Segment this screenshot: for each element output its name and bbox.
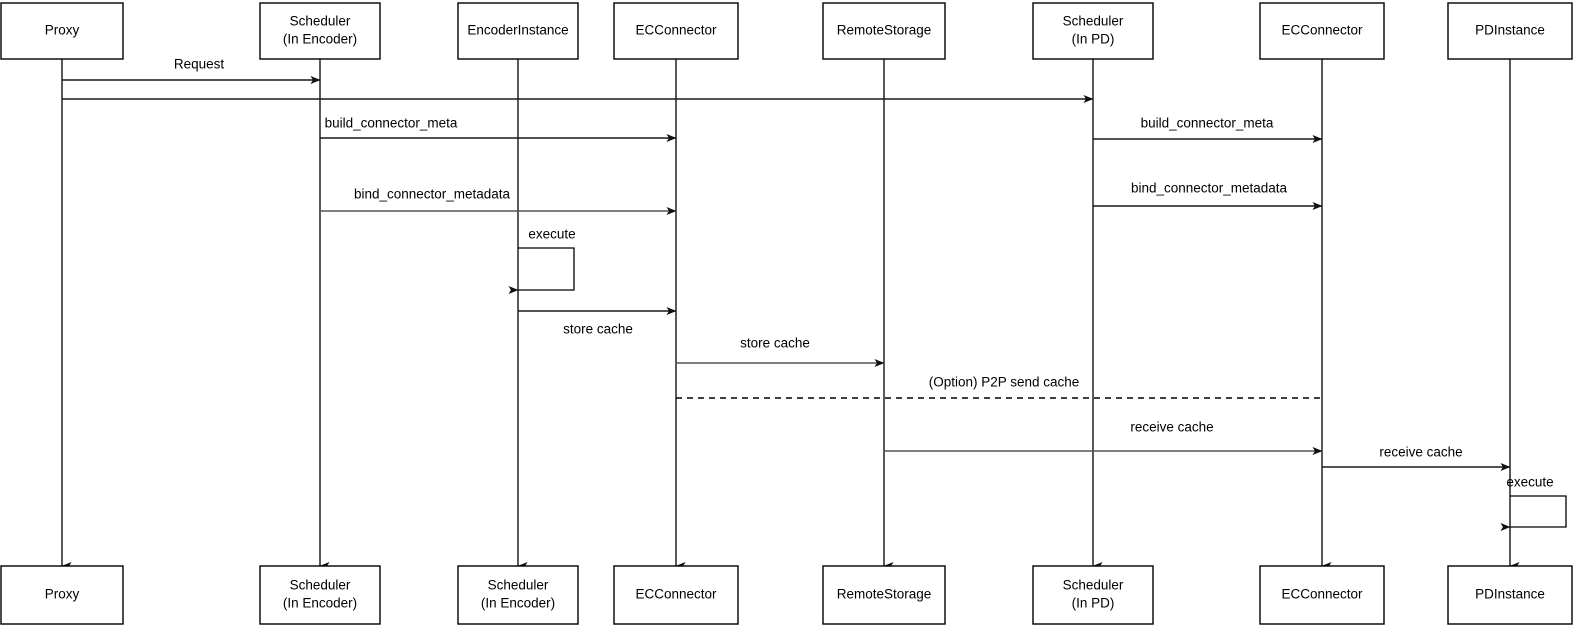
participant-label-top-sched_enc-line2: (In Encoder)	[283, 32, 357, 47]
message-label-m5: bind_connector_metadata	[354, 187, 511, 202]
participant-box-bottom-enc_inst[interactable]	[457, 565, 579, 625]
participant-label-bottom-sched_pd-line1: Scheduler	[1063, 578, 1124, 593]
participant-label-top-pd_inst: PDInstance	[1475, 23, 1545, 38]
participant-label-top-sched_pd-line2: (In PD)	[1072, 32, 1115, 47]
participant-label-bottom-enc_inst-line2: (In Encoder)	[481, 596, 555, 611]
participant-box-bottom-ec_conn_l[interactable]	[613, 565, 739, 625]
participant-box-top-remote_store[interactable]	[822, 2, 946, 60]
message-label-m8: store cache	[740, 336, 810, 351]
participant-box-top-sched_enc[interactable]	[259, 2, 381, 60]
participant-box-top-enc_inst[interactable]	[457, 2, 579, 60]
participant-box-top-ec_conn_r[interactable]	[1259, 2, 1385, 60]
participant-box-bottom-ec_conn_r[interactable]	[1259, 565, 1385, 625]
lifelines-group	[61, 59, 1520, 570]
self-messages-group: execute execute	[508, 227, 1567, 531]
participant-label-top-proxy: Proxy	[45, 23, 80, 38]
self-message-s2	[1500, 495, 1567, 531]
participant-label-bottom-sched_enc-line1: Scheduler	[290, 578, 351, 593]
participant-label-top-ec_conn_l: ECConnector	[635, 23, 717, 38]
participant-box-bottom-pd_inst[interactable]	[1447, 565, 1573, 625]
participant-box-bottom-sched_pd[interactable]	[1032, 565, 1154, 625]
participant-box-top-ec_conn_l[interactable]	[613, 2, 739, 60]
message-label-m7: store cache	[563, 322, 633, 337]
participant-box-top-pd_inst[interactable]	[1447, 2, 1573, 60]
participant-label-bottom-pd_inst: PDInstance	[1475, 587, 1545, 602]
participant-box-top-proxy[interactable]	[0, 2, 124, 60]
participant-label-bottom-ec_conn_l: ECConnector	[635, 587, 717, 602]
participant-label-top-sched_pd-line1: Scheduler	[1063, 14, 1124, 29]
participant-box-bottom-remote_store[interactable]	[822, 565, 946, 625]
participant-box-bottom-proxy[interactable]	[0, 565, 124, 625]
participant-label-bottom-sched_enc-line2: (In Encoder)	[283, 596, 357, 611]
message-label-m10: receive cache	[1130, 420, 1213, 435]
self-message-label-s2: execute	[1506, 475, 1553, 490]
message-label-m6: bind_connector_metadata	[1131, 181, 1288, 196]
self-message-s1	[508, 247, 575, 294]
participant-label-top-sched_enc-line1: Scheduler	[290, 14, 351, 29]
self-message-label-s1: execute	[528, 227, 575, 242]
messages-group: Request build_connector_meta build_connect…	[62, 57, 1511, 471]
message-label-m3: build_connector_meta	[325, 116, 458, 131]
bottom-participant-boxes: Proxy Scheduler (In Encoder) Scheduler (In E…	[0, 565, 1573, 625]
participant-label-top-ec_conn_r: ECConnector	[1281, 23, 1363, 38]
message-label-m1: Request	[174, 57, 225, 72]
message-label-m11: receive cache	[1379, 445, 1462, 460]
participant-label-bottom-ec_conn_r: ECConnector	[1281, 587, 1363, 602]
participant-label-bottom-proxy: Proxy	[45, 587, 80, 602]
participant-label-top-remote_store: RemoteStorage	[837, 23, 932, 38]
participant-box-bottom-sched_enc[interactable]	[259, 565, 381, 625]
participant-label-top-enc_inst: EncoderInstance	[467, 23, 568, 38]
message-label-m4: build_connector_meta	[1141, 116, 1274, 131]
participant-label-bottom-sched_pd-line2: (In PD)	[1072, 596, 1115, 611]
participant-box-top-sched_pd[interactable]	[1032, 2, 1154, 60]
message-label-m9: (Option) P2P send cache	[929, 375, 1080, 390]
participant-label-bottom-remote_store: RemoteStorage	[837, 587, 932, 602]
participant-label-bottom-enc_inst-line1: Scheduler	[488, 578, 549, 593]
top-participant-boxes: Proxy Scheduler (In Encoder) EncoderInstanc…	[0, 2, 1573, 60]
